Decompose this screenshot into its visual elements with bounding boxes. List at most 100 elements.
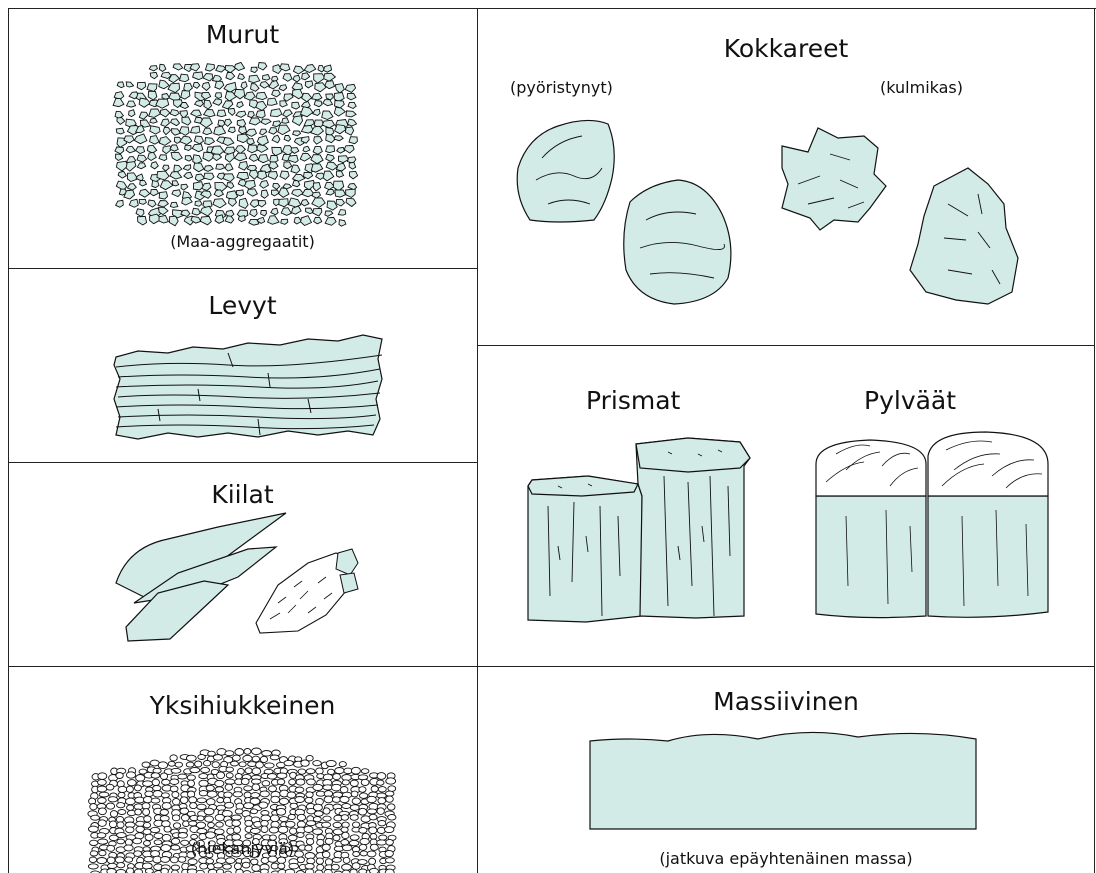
sand-grain	[385, 791, 394, 796]
panel-kiilat: Kiilat	[8, 463, 477, 666]
sand-grain	[98, 820, 106, 827]
crumb-piece	[306, 208, 313, 214]
crumb-piece	[193, 72, 203, 80]
crumb-piece	[279, 188, 289, 198]
sand-grain	[151, 798, 160, 803]
crumb-piece	[159, 137, 171, 146]
sand-grain	[245, 820, 253, 826]
sand-grain	[361, 779, 369, 785]
crumb-piece	[335, 125, 346, 134]
crumb-piece	[292, 102, 300, 109]
sand-grain	[213, 755, 222, 761]
crumb-piece	[249, 154, 258, 161]
sand-grain	[217, 798, 224, 803]
sand-grain	[178, 833, 187, 839]
crumb-piece	[159, 215, 168, 223]
sand-grain	[386, 796, 394, 802]
panel-caption: (jatkuva epäyhtenäinen massa)	[478, 849, 1094, 868]
sand-grain	[295, 787, 304, 793]
crumb-piece	[269, 128, 277, 135]
sand-grain	[136, 775, 145, 782]
massive-illustration	[478, 667, 1094, 873]
crumb-piece	[192, 144, 203, 152]
crumb-piece	[229, 198, 237, 206]
crumb-piece	[225, 153, 234, 163]
crumb-piece	[116, 200, 124, 207]
panel-murut: Murut (Maa-aggregaatit)	[8, 8, 477, 268]
crumb-piece	[126, 146, 135, 153]
crumb-piece	[269, 81, 279, 89]
crumb-piece	[248, 112, 255, 118]
sand-grain	[172, 815, 180, 821]
sand-grain	[152, 779, 159, 786]
sand-grain	[353, 822, 360, 828]
panel-prismat: Prismat	[478, 346, 786, 666]
sand-grain	[175, 762, 182, 767]
sand-grain	[118, 786, 127, 792]
crumb-piece	[292, 116, 302, 126]
crumb-piece	[250, 209, 258, 216]
sand-grain	[250, 828, 260, 833]
sand-grain	[343, 857, 350, 863]
crumb-piece	[215, 93, 221, 99]
crumb-piece	[347, 93, 356, 100]
panel-caption: (Maa-aggregaatit)	[8, 232, 477, 251]
sand-grain	[386, 778, 396, 784]
sand-grain	[161, 793, 169, 798]
crumb-piece	[292, 206, 302, 214]
sand-grain	[99, 792, 109, 797]
crumb-piece	[160, 109, 170, 117]
crumb-piece	[272, 190, 279, 196]
sand-grain	[197, 798, 206, 803]
sand-grain	[305, 797, 313, 803]
crumb-piece	[313, 109, 320, 115]
crumb-piece	[241, 82, 247, 89]
sand-grain	[314, 811, 323, 816]
sand-grain	[117, 863, 125, 868]
crumb-piece	[116, 128, 124, 134]
crumb-piece	[117, 118, 125, 125]
crumb-piece	[337, 147, 345, 153]
sand-grain	[199, 791, 207, 796]
crumb-piece	[258, 171, 267, 179]
sand-grain	[385, 869, 394, 873]
crumb-piece	[148, 200, 156, 207]
sand-grain	[98, 779, 107, 785]
sand-grain	[198, 755, 206, 760]
crumb-piece	[217, 110, 226, 117]
sand-grain	[298, 769, 306, 774]
sand-grain	[267, 774, 276, 780]
crumb-piece	[258, 155, 268, 163]
crumb-piece	[237, 120, 246, 128]
crumb-piece	[150, 126, 160, 134]
crumb-piece	[150, 118, 157, 123]
crumb-piece	[194, 163, 204, 172]
sand-grain	[204, 808, 214, 815]
crumb-piece	[304, 65, 316, 73]
sand-grain	[126, 827, 134, 833]
crumb-piece	[227, 183, 234, 189]
sand-grain	[323, 808, 330, 814]
crumb-piece	[158, 201, 169, 208]
sand-grain	[251, 859, 258, 865]
crumb-piece	[194, 136, 203, 144]
sand-grain	[143, 809, 150, 816]
sand-grain	[214, 863, 223, 868]
crumb-piece	[294, 217, 301, 224]
sand-grain	[245, 768, 252, 774]
sand-grain	[170, 755, 177, 761]
sand-grain	[212, 762, 219, 768]
crumb-piece	[163, 127, 170, 134]
crumb-piece	[170, 202, 178, 207]
sand-grain	[170, 779, 179, 785]
crumb-piece	[288, 198, 300, 207]
sand-grain	[186, 755, 196, 761]
sand-grain	[233, 755, 241, 761]
crumb-piece	[313, 208, 322, 216]
crumb-piece	[213, 99, 222, 106]
sand-grain	[186, 762, 194, 767]
sand-grain	[216, 822, 224, 827]
crumb-piece	[256, 110, 265, 118]
sand-grain	[352, 863, 360, 870]
crumb-piece	[159, 155, 167, 161]
